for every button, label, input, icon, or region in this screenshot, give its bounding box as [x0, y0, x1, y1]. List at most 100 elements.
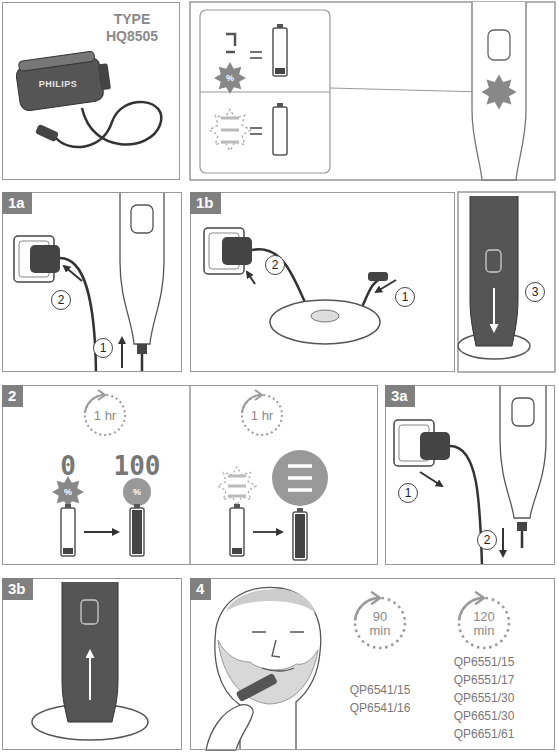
indicator-panel — [209, 109, 251, 151]
model-number: QP6541/16 — [350, 701, 411, 715]
model-number: QP6551/17 — [454, 673, 515, 687]
panel-1b-drawing — [376, 280, 396, 292]
time-label: 120 min — [469, 610, 499, 638]
panel-frame: 3a — [385, 385, 555, 565]
step-tab: 3a — [385, 385, 415, 407]
step-tab: 4 — [190, 578, 211, 600]
panel-2-drawing — [232, 548, 242, 554]
indicator-panel — [226, 34, 235, 52]
model-number: QP6541/15 — [350, 683, 411, 697]
panel-2-drawing — [52, 385, 328, 565]
indicator-panel — [472, 2, 526, 180]
battery-digits: 0 — [60, 451, 76, 481]
charger-panel — [14, 49, 161, 147]
panel-3a-drawing — [394, 385, 546, 565]
panel-2-drawing — [228, 476, 246, 496]
panel-1b-drawing — [270, 300, 380, 344]
panel-1a-drawing — [141, 354, 144, 372]
time-label: 1 hr — [94, 409, 116, 423]
indicator-panel — [221, 118, 239, 142]
callout-number: 2 — [51, 290, 71, 310]
panel-2-drawing — [130, 504, 144, 556]
panel-1b-drawing — [368, 272, 388, 281]
time-label: 1 hr — [251, 409, 273, 423]
indicator-panel — [275, 68, 285, 74]
panel-3a-drawing — [502, 528, 504, 556]
panel-3a-drawing — [512, 398, 534, 426]
panel-2-drawing — [288, 466, 312, 490]
panel-3a-drawing — [420, 472, 442, 486]
panel-4-drawing — [226, 589, 316, 614]
panel-1a-drawing — [137, 344, 147, 354]
panel-frame: 1b — [190, 192, 455, 372]
indicator-panel — [481, 74, 516, 109]
panel-3a-drawing — [420, 432, 450, 460]
panel-4-drawing — [218, 640, 318, 704]
step-tab: 1b — [190, 192, 221, 214]
panel-2-drawing — [218, 467, 256, 505]
callout-number: 2 — [477, 530, 497, 550]
panel-frame: 1a — [2, 192, 182, 372]
percent-sign: % — [226, 73, 234, 83]
panel-1b-drawing — [470, 196, 518, 346]
callout-number: 1 — [93, 338, 113, 358]
panel-1a-drawing — [60, 258, 96, 372]
panel-1a-drawing — [14, 192, 164, 372]
panel-frame: TYPE HQ8505 — [2, 2, 180, 180]
panel-2-drawing — [85, 390, 125, 435]
percent-sign: % — [64, 487, 72, 497]
adapter — [18, 51, 95, 71]
panel-1b-drawing — [493, 288, 495, 330]
panel-2-drawing — [123, 478, 151, 506]
panel-frame: 2 — [2, 385, 378, 565]
panel-1a-drawing — [30, 245, 60, 273]
panel-4-drawing — [459, 592, 509, 648]
panel-1b-drawing — [222, 237, 252, 265]
indicator-panel — [190, 2, 555, 180]
adapter — [14, 49, 112, 111]
callout-number: 1 — [395, 287, 415, 307]
callout-number: 3 — [525, 282, 545, 302]
panel-2-drawing — [230, 504, 244, 556]
step-tab: 3b — [2, 578, 33, 600]
panel-1b-drawing — [311, 310, 339, 322]
panel-2-drawing — [63, 548, 73, 554]
panel-2-drawing — [61, 504, 75, 556]
cord — [56, 102, 161, 147]
panel-2-drawing — [293, 508, 307, 560]
percent-sign: % — [133, 487, 141, 497]
panel-frame: 3b — [2, 578, 182, 750]
battery-digits: 100 — [114, 451, 161, 481]
connector — [35, 124, 59, 142]
panel-2-drawing — [253, 531, 282, 533]
panel-4-drawing — [206, 705, 253, 750]
panel-3b-drawing — [89, 652, 91, 700]
panel-1b-drawing — [247, 272, 255, 284]
panel-3a-drawing — [450, 446, 482, 565]
panel-1a-drawing — [120, 192, 164, 344]
panel-3a-drawing — [517, 522, 527, 531]
panel-1a-drawing — [121, 338, 123, 368]
panel-2-drawing — [295, 514, 305, 558]
panel-1b-drawing — [486, 250, 501, 272]
indicator-panel — [214, 62, 246, 94]
time-label: 90 min — [365, 610, 395, 638]
panel-4-drawing — [355, 592, 405, 648]
panel-1a-drawing — [64, 266, 82, 281]
model-number: QP6651/61 — [454, 727, 515, 741]
panel-2-drawing — [272, 450, 328, 506]
panel-2-drawing — [242, 390, 282, 435]
model-number: QP6651/30 — [454, 709, 515, 723]
panel-4-drawing — [236, 673, 278, 702]
panel-1a-drawing — [131, 205, 153, 233]
indicator-panel — [273, 103, 287, 155]
adapter — [98, 63, 112, 90]
indicator-panel — [200, 10, 330, 173]
panel-1b-drawing — [458, 192, 555, 372]
indicator-panel — [488, 30, 510, 60]
indicator-panel — [250, 52, 262, 134]
type-label: TYPE HQ8505 — [95, 11, 169, 45]
panel-1b-drawing — [204, 192, 555, 372]
panel-3b-drawing — [32, 582, 148, 740]
